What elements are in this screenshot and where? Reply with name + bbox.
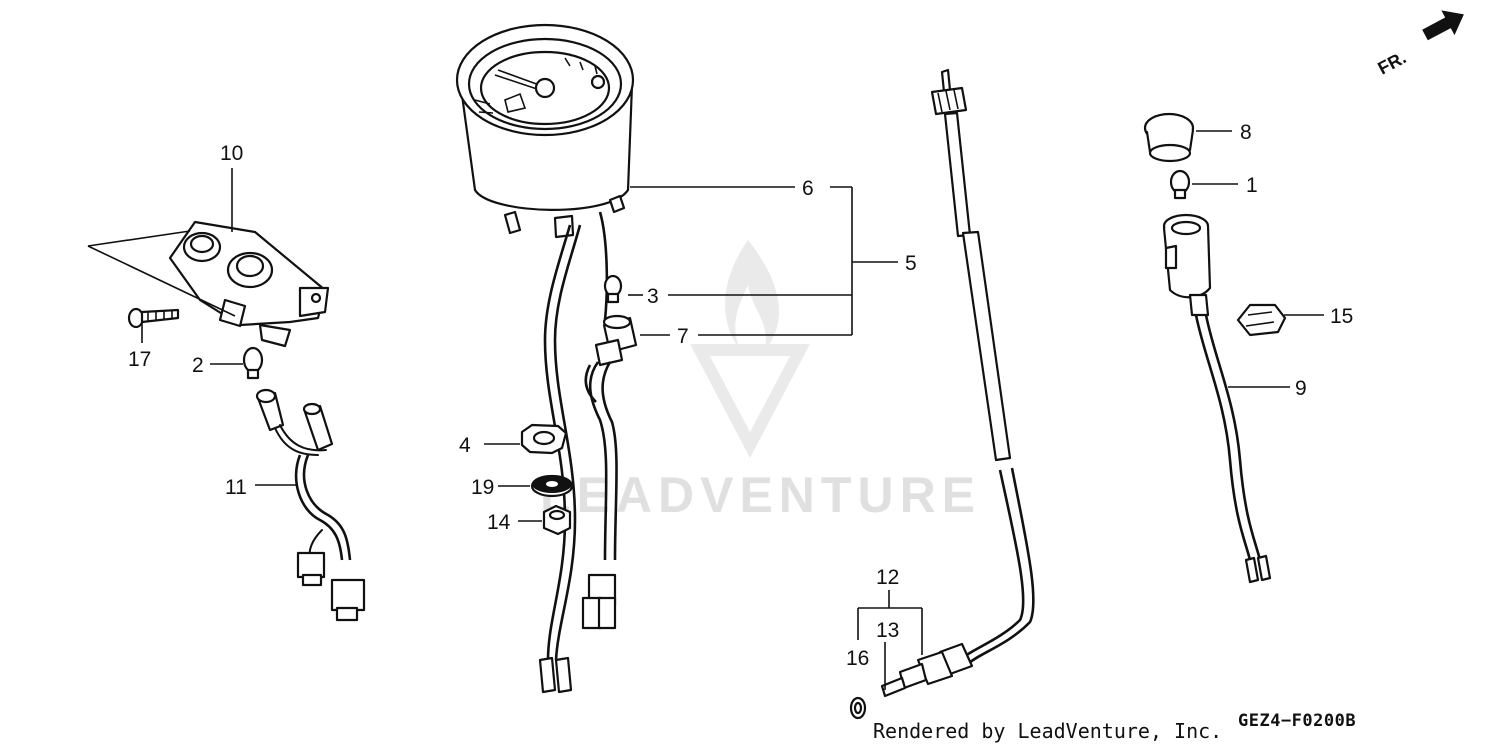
watermark-logo — [690, 240, 810, 458]
callout-17: 17 — [128, 348, 151, 371]
forward-arrow-icon — [1422, 10, 1464, 41]
render-credit: Rendered by LeadVenture, Inc. — [873, 719, 1222, 743]
callout-6: 6 — [802, 177, 814, 200]
callout-13: 13 — [876, 619, 899, 642]
callout-16: 16 — [846, 647, 869, 670]
callout-10: 10 — [220, 142, 243, 165]
callout-19: 19 — [471, 476, 494, 499]
washer — [530, 474, 574, 498]
indicator-lens-cap — [1143, 112, 1195, 163]
speedometer-cable — [880, 68, 1035, 698]
watermark-text: LEADVENTURE — [540, 467, 981, 523]
callout-2: 2 — [192, 354, 204, 377]
indicator-bulb — [242, 346, 264, 380]
grommet — [520, 423, 568, 455]
indicator-sub-harness — [255, 388, 366, 622]
direction-label: FR. — [1374, 47, 1409, 78]
nut — [542, 504, 572, 536]
indicator-housing — [168, 220, 330, 348]
speedometer-assembly — [455, 23, 635, 239]
callout-9: 9 — [1295, 377, 1307, 400]
diagram-code: GEZ4−F0200B — [1238, 711, 1356, 731]
callout-4: 4 — [459, 434, 471, 457]
callout-3: 3 — [647, 285, 659, 308]
callout-7: 7 — [677, 325, 689, 348]
leader-lines — [87, 130, 1324, 690]
indicator-bulb-right — [1169, 169, 1191, 200]
callout-5: 5 — [905, 252, 917, 275]
indicator-socket-harness — [1162, 213, 1272, 584]
cable-washer — [849, 696, 867, 720]
callout-11: 11 — [225, 476, 247, 499]
callout-1: 1 — [1246, 174, 1258, 197]
callout-15: 15 — [1330, 305, 1353, 328]
bulb-socket-harness — [581, 314, 638, 630]
callout-14: 14 — [487, 511, 511, 534]
harness-clamp — [1236, 303, 1287, 337]
callout-12: 12 — [876, 566, 899, 589]
speedometer-bulb — [603, 274, 623, 304]
callout-8: 8 — [1240, 121, 1252, 144]
screw — [127, 307, 180, 329]
callouts: 10 17 2 11 6 5 3 7 4 19 14 8 1 15 9 12 1… — [128, 121, 1353, 670]
